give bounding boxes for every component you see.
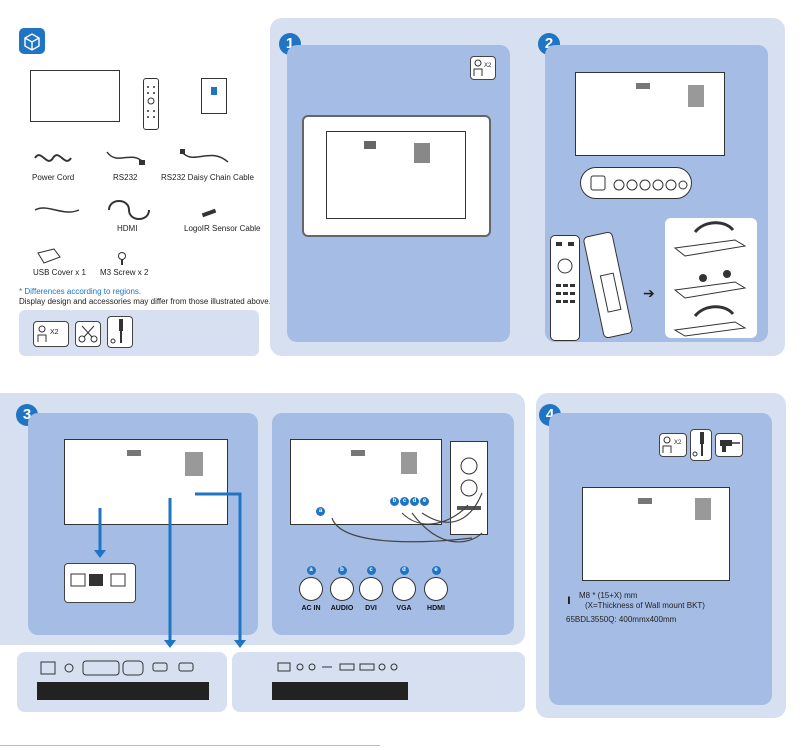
wrapped-monitor-image [302,115,491,237]
rear-io-panel-right [232,652,525,712]
monitor-rear-view-image [582,487,730,581]
display-monitor-image [30,70,120,122]
accessory-label-logoir-sensor-cable: LogoIR Sensor Cable [184,224,261,233]
accessory-label-usb-cover: USB Cover x 1 [33,268,86,277]
port-c-badge: c [400,497,409,506]
port-a-badge: a [316,507,325,516]
screw-info-icon: ı [567,591,571,607]
accessory-label-rs232-daisy-chain: RS232 Daisy Chain Cable [161,173,254,182]
pc-tower-image [450,441,488,535]
vga-port-icon [392,577,416,601]
audio-cable-image [34,207,80,213]
two-persons-icon: X2 [470,56,496,80]
right-arrow-icon: ➔ [643,285,655,301]
accessory-label-hdmi: HDMI [117,224,138,233]
screw-spec-text: M8 * (15+X) mm [579,591,638,600]
required-tools-panel: X2 [19,310,259,356]
drill-icon [715,433,743,457]
remote-control-front-image [550,235,580,341]
monitor-rear-view-image [64,439,228,525]
package-box-icon [19,28,45,54]
remote-control-image [143,78,159,130]
bottom-divider [0,745,380,746]
display-design-note: Display design and accessories may diffe… [19,297,271,306]
step-1-inner-panel: X2 [287,45,510,342]
m3-screw-image [118,252,126,265]
monitor-rear-view-image [575,72,725,156]
port-legend-vga: d VGA [387,566,421,612]
hdmi-port-icon [424,577,448,601]
hdmi-cable-image [108,200,150,220]
step-4-inner-panel: X2 ı M8 * (15+X) mm (X=Thickness of Wall… [549,413,772,705]
model-mount-spec-text: 65BDL3550Q: 400mmx400mm [566,615,677,624]
accessories-section: Power Cord RS232 RS232 Daisy Chain Cable… [0,0,271,360]
audio-port-icon [330,577,354,601]
port-legend-audio: b AUDIO [330,566,354,612]
step-1-persons-label: X2 [484,63,492,69]
ac-in-port-icon [299,577,323,601]
usb-cover-image [37,248,61,264]
port-e-badge: e [420,497,429,506]
power-cord-image [34,154,72,162]
port-b-badge: b [390,497,399,506]
two-persons-icon: X2 [33,321,69,347]
quick-start-guide-image [201,78,227,114]
two-persons-icon: X2 [659,433,687,457]
screw-note-text: (X=Thickness of Wall mount BKT) [585,601,705,610]
rs232-cable-image [106,151,145,165]
step-3-inner-left [28,413,258,635]
logoir-sensor-cable-image [201,208,217,218]
accessory-label-rs232: RS232 [113,173,138,182]
rear-io-panel-left [17,652,227,712]
two-persons-label: X2 [50,329,59,336]
step-3-inner-right: a b c d e a AC IN b AUDIO c DVI d VGA e … [272,413,514,635]
port-legend-ac-in: a AC IN [294,566,328,612]
accessory-label-m3-screw: M3 Screw x 2 [100,268,149,277]
rs232-daisy-chain-cable-image [180,149,229,163]
step-4-persons-label: X2 [674,440,682,446]
battery-insertion-panel [665,218,757,338]
screwdriver-icon [690,429,712,461]
port-legend-hdmi: e HDMI [419,566,453,612]
step-2-inner-panel: ➔ [545,45,768,342]
power-switch-callout [64,563,136,603]
port-legend-dvi: c DVI [354,566,388,612]
accessory-label-power-cord: Power Cord [32,173,75,182]
monitor-rear-view-image [290,439,442,525]
scissors-icon [75,321,101,347]
cable-connections [331,492,483,543]
port-d-badge: d [410,497,419,506]
differences-note: * Differences according to regions. [19,287,142,296]
control-keypad-callout [580,167,692,199]
screwdriver-icon [107,316,133,348]
dvi-port-icon [359,577,383,601]
